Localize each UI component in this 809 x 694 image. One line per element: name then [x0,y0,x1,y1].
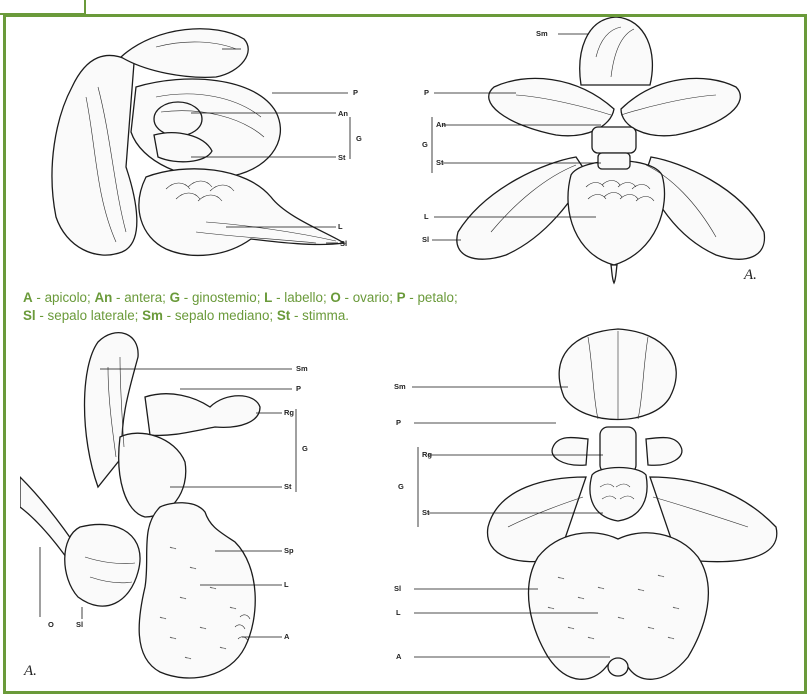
label-a: A [396,652,402,661]
label-an: An [436,120,446,129]
label-sm: Sm [394,382,406,391]
label-p: P [353,88,358,97]
orchid-side-view-drawing: P An G St L Sl [26,17,366,275]
label-g: G [356,134,362,143]
artist-signature: A. [23,663,37,679]
legend-desc: - labello; [272,290,330,305]
panel-front-view-top: Sm P An G St L Sl A. [406,17,796,285]
label-st: St [436,158,444,167]
label-l: L [424,212,429,221]
label-p: P [396,418,401,427]
legend-desc: - sepalo mediano; [163,308,277,323]
label-rg: Rg [284,408,294,417]
panel-side-view-top: P An G St L Sl [26,17,366,275]
legend-desc: - petalo; [406,290,458,305]
label-o: O [48,620,54,629]
legend-desc: - sepalo laterale; [36,308,142,323]
header-tab-tick [84,0,86,15]
legend-desc: - antera; [112,290,169,305]
label-g: G [302,444,308,453]
figure-frame: P An G St L Sl [3,14,807,694]
panel-front-view-bottom: Sm P Rg G St Sl L A [388,327,798,691]
label-st: St [284,482,292,491]
label-l: L [284,580,289,589]
abbreviation-legend: A - apicolo; An - antera; G - ginostemio… [23,289,783,325]
label-sm: Sm [536,29,548,38]
label-a: A [284,632,290,641]
legend-desc: - apicolo; [33,290,95,305]
artist-signature: A. [743,267,757,283]
legend-line: Sl - sepalo laterale; Sm - sepalo median… [23,307,783,325]
label-g: G [398,482,404,491]
legend-abbr: G [170,290,180,305]
label-l: L [338,222,343,231]
label-p: P [296,384,301,393]
label-rg: Rg [422,450,432,459]
legend-abbr: An [94,290,112,305]
legend-abbr: O [330,290,340,305]
legend-abbr: A [23,290,33,305]
label-sp: Sp [284,546,294,555]
label-g: G [422,140,428,149]
label-sm: Sm [296,364,308,373]
label-sl: Sl [394,584,401,593]
orchid-front-view-2-drawing: Sm P Rg G St Sl L A [388,327,798,691]
legend-abbr: Sl [23,308,36,323]
label-p: P [424,88,429,97]
label-st: St [338,153,346,162]
orchid-front-view-drawing: Sm P An G St L Sl A. [406,17,796,285]
label-l: L [396,608,401,617]
label-sl: Sl [422,235,429,244]
label-st: St [422,508,430,517]
label-sl: Sl [340,239,347,248]
legend-desc: - ginostemio; [180,290,264,305]
orchid-side-view-2-drawing: Sm P Rg G St Sp L A O Sl A. [20,327,390,687]
legend-abbr: Sm [142,308,163,323]
legend-abbr: P [397,290,406,305]
legend-desc: - ovario; [341,290,397,305]
panel-side-view-bottom: Sm P Rg G St Sp L A O Sl A. [20,327,390,687]
legend-abbr: St [277,308,290,323]
label-an: An [338,109,348,118]
label-sl: Sl [76,620,83,629]
legend-line: A - apicolo; An - antera; G - ginostemio… [23,289,783,307]
legend-desc: - stimma. [290,308,349,323]
header-tab-stub [0,0,120,14]
